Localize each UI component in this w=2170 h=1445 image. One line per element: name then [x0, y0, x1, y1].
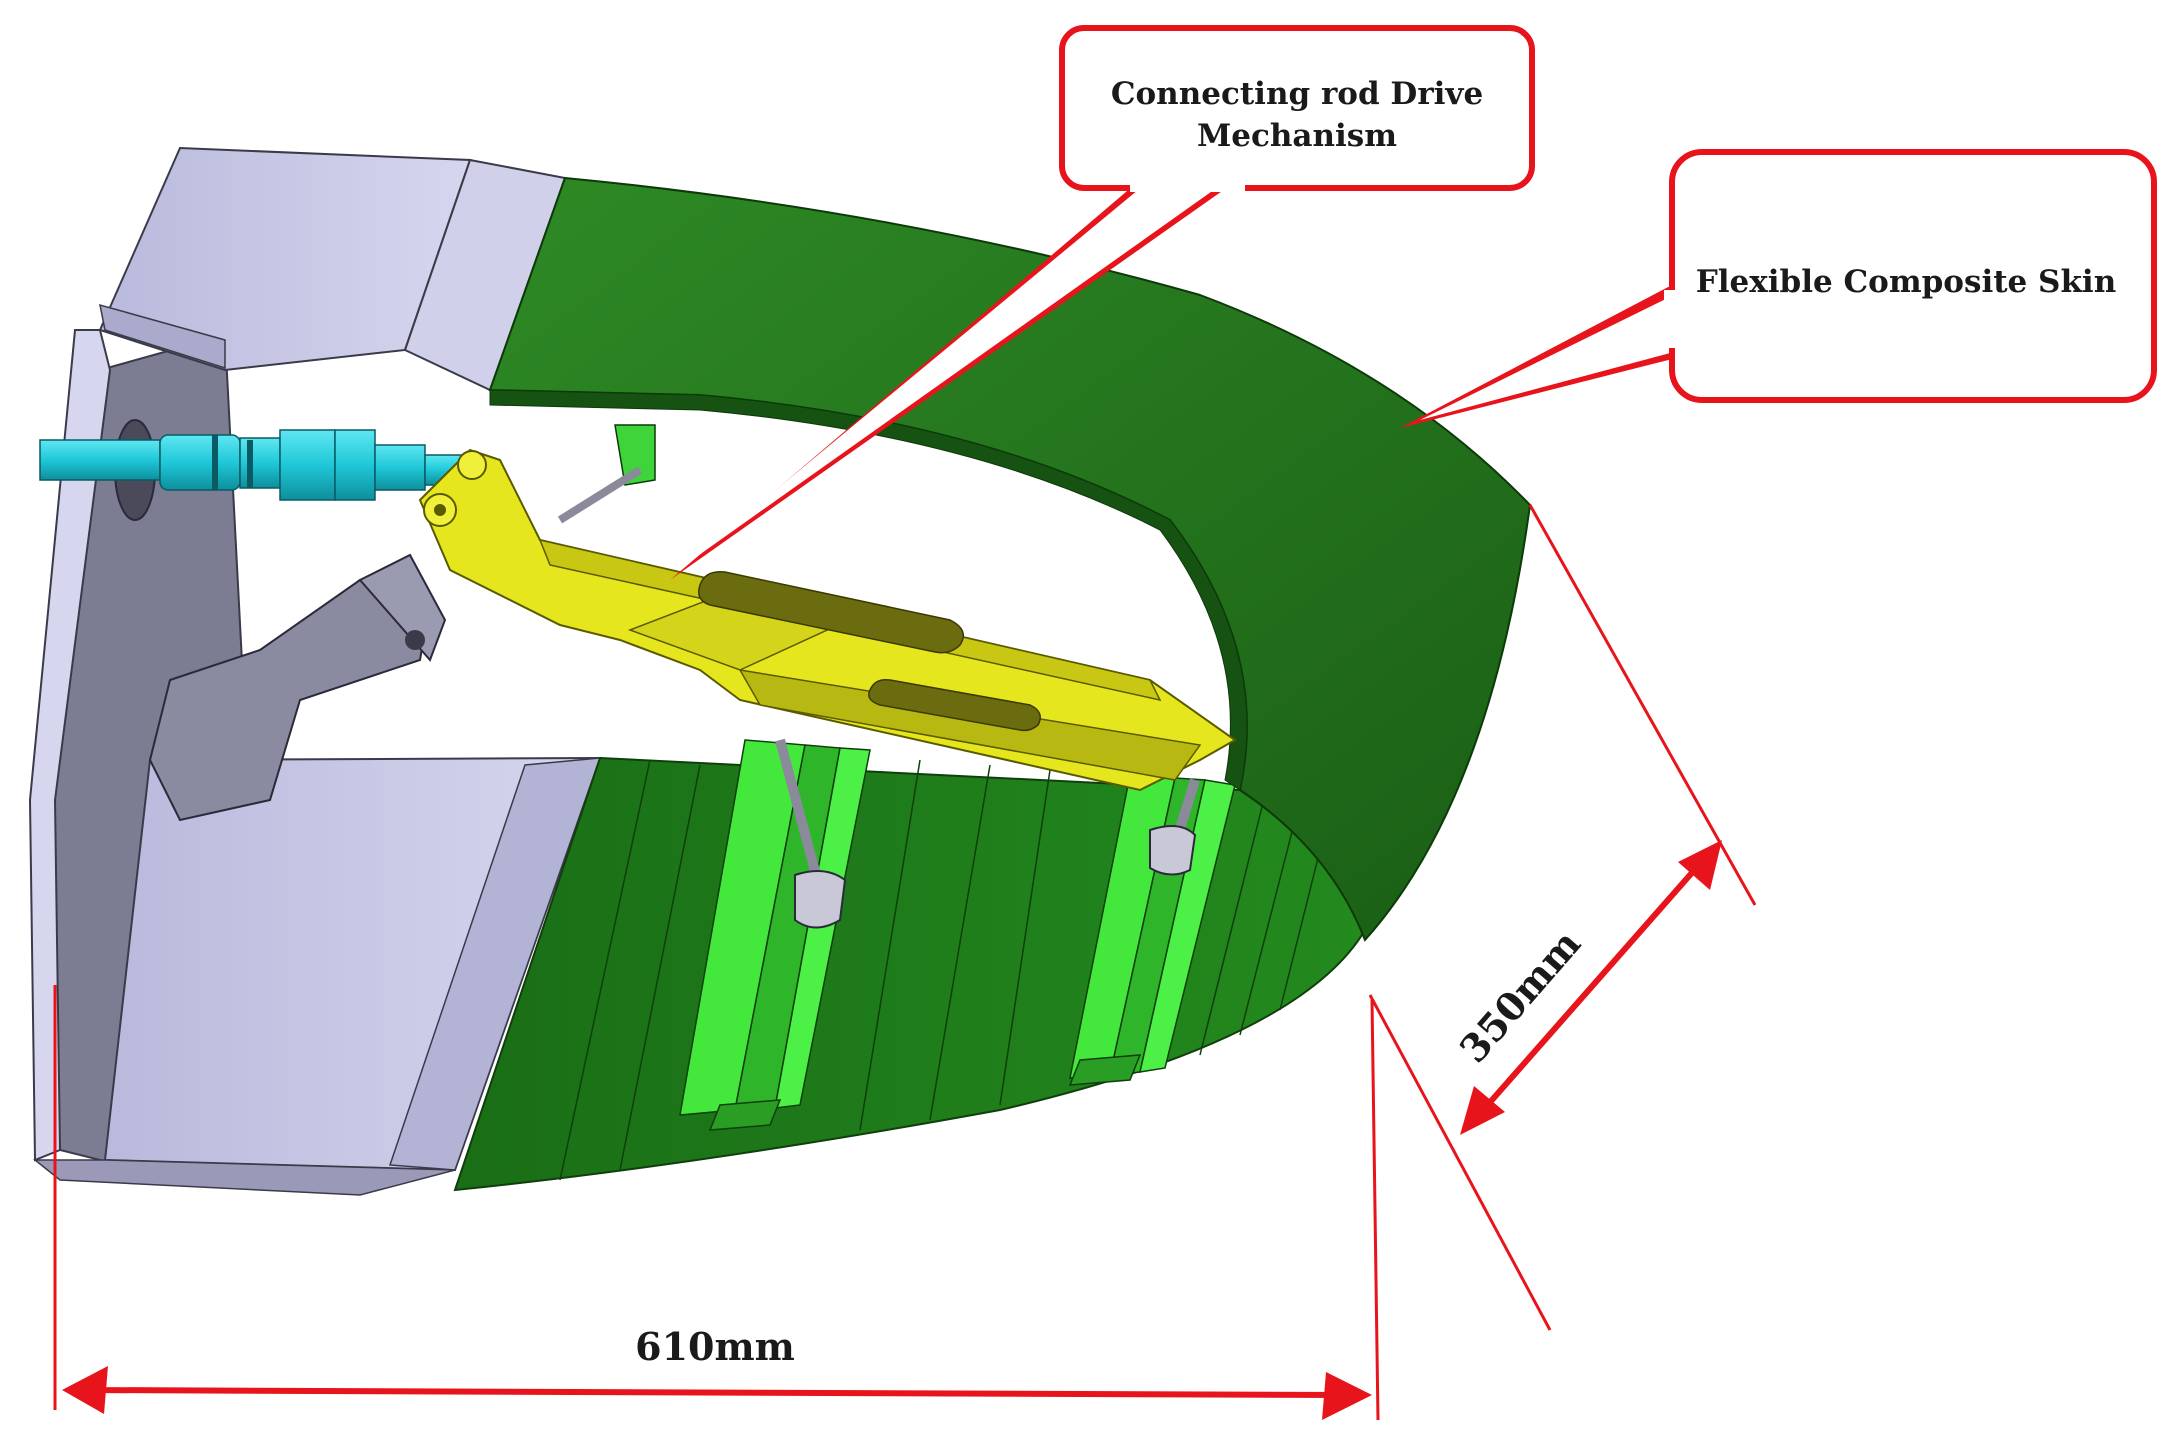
crank-link — [148, 553, 447, 822]
dimension-width — [53, 985, 1380, 1421]
arrow-right-icon — [1322, 1372, 1372, 1420]
arrow-left-icon — [62, 1366, 108, 1414]
callout-drive-label-line2: Mechanism — [1197, 118, 1397, 154]
arrow-down-icon — [1460, 1086, 1505, 1135]
callout-drive-mechanism: Connecting rod Drive Mechanism — [670, 25, 1535, 580]
push-rods — [557, 466, 1200, 929]
callout-skin-label: Flexible Composite Skin — [1696, 264, 2116, 300]
drive-shaft — [39, 429, 466, 501]
upper-composite-skin — [488, 176, 1532, 942]
callout-drive-label-line1: Connecting rod Drive — [1111, 76, 1483, 112]
dimension-height-arrows — [1460, 840, 1722, 1135]
dimension-height-label: 350mm — [1450, 921, 1589, 1071]
dimension-width-arrows — [62, 1366, 1372, 1420]
arrow-up-icon — [1678, 840, 1722, 890]
dimension-width-label: 610mm — [635, 1324, 795, 1369]
support-frame — [28, 146, 602, 1196]
callout-composite-skin: Flexible Composite Skin — [1400, 149, 2157, 428]
dimension-height — [1368, 504, 1757, 1331]
connecting-rod-mechanism — [418, 448, 1237, 792]
lower-skin — [453, 739, 1367, 1192]
